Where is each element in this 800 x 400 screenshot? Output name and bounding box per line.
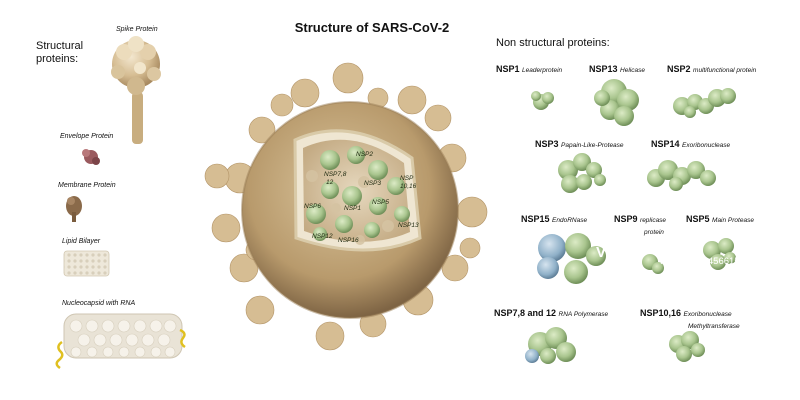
watermark-logo-mark xyxy=(613,240,642,268)
lipid-bilayer-label: Lipid Bilayer xyxy=(62,238,101,245)
lipid-bilayer-illustration xyxy=(63,250,110,277)
nsp13-illustration xyxy=(594,79,639,126)
watermark-logo-text: VCG xyxy=(596,244,629,261)
nsp7-8-12-label: NSP7,8 and 12 RNA Polymerase xyxy=(494,308,609,318)
membrane-protein-illustration xyxy=(66,196,82,222)
virion-label-nsp: NSP xyxy=(400,175,414,182)
virion-label-nsp7-8: NSP7,8 xyxy=(324,171,347,178)
watermark-id-text: ID:VCG211456615668 xyxy=(660,256,756,267)
nucleocapsid-label: Nucleocapsid with RNA xyxy=(62,300,136,307)
membrane-protein-label: Membrane Protein xyxy=(58,182,116,189)
spike-protein-label: Spike Protein xyxy=(116,26,158,33)
nsp10-16-illustration xyxy=(669,331,705,362)
virion-label-nsp2: NSP2 xyxy=(356,151,373,158)
nsp15-label: NSP15 EndoRNase xyxy=(521,214,588,224)
nsp3-label: NSP3 Papain-Like-Protease xyxy=(535,139,624,149)
nsp15-illustration xyxy=(537,233,606,284)
virion-label-nsp6: NSP6 xyxy=(304,203,321,210)
nucleocapsid-illustration xyxy=(55,313,186,370)
page-title: Structure of SARS-CoV-2 xyxy=(294,20,450,35)
nsp9-label: NSP9 replicase protein xyxy=(614,214,667,236)
virion-label-nsp5: NSP5 xyxy=(372,199,389,206)
spike-protein-illustration xyxy=(111,36,161,144)
nonstructural-heading: Non structural proteins: xyxy=(496,37,610,49)
envelope-protein-illustration xyxy=(82,149,100,165)
nsp2-label: NSP2 multifunctional protein xyxy=(667,64,757,74)
nsp1-illustration xyxy=(531,91,554,110)
virion-illustration xyxy=(204,62,488,351)
virion-label-nsp12: NSP12 xyxy=(312,233,333,240)
nsp5-illustration xyxy=(703,238,736,270)
virion-label-12: 12 xyxy=(326,179,334,186)
structural-heading: Structural proteins: xyxy=(36,40,83,66)
nsp3-illustration xyxy=(558,153,606,193)
nsp14-illustration xyxy=(647,160,716,191)
nsp1-label: NSP1 Leaderprotein xyxy=(496,64,563,74)
virion-label-nsp1: NSP1 xyxy=(344,205,361,212)
virion-label-nsp13: NSP13 xyxy=(398,222,419,229)
nsp14-label: NSP14 Exoribonuclease xyxy=(651,139,731,149)
nsp9-illustration xyxy=(642,254,664,274)
structural-heading-line2: proteins: xyxy=(36,53,79,65)
virion-label-10-16: 10,16 xyxy=(400,183,417,190)
nsp5-label: NSP5 Main Protease xyxy=(686,214,754,224)
nsp7-8-12-illustration xyxy=(525,327,576,364)
virion-label-nsp3: NSP3 xyxy=(364,180,381,187)
structural-heading-line1: Structural xyxy=(36,40,84,52)
envelope-protein-label: Envelope Protein xyxy=(60,133,114,140)
virion-label-nsp16: NSP16 xyxy=(338,237,359,244)
nsp10-16-label: NSP10,16 Exoribonuclease Methyltransfera… xyxy=(640,308,740,330)
nsp13-label: NSP13 Helicase xyxy=(589,64,645,74)
nsp2-illustration xyxy=(673,88,736,118)
